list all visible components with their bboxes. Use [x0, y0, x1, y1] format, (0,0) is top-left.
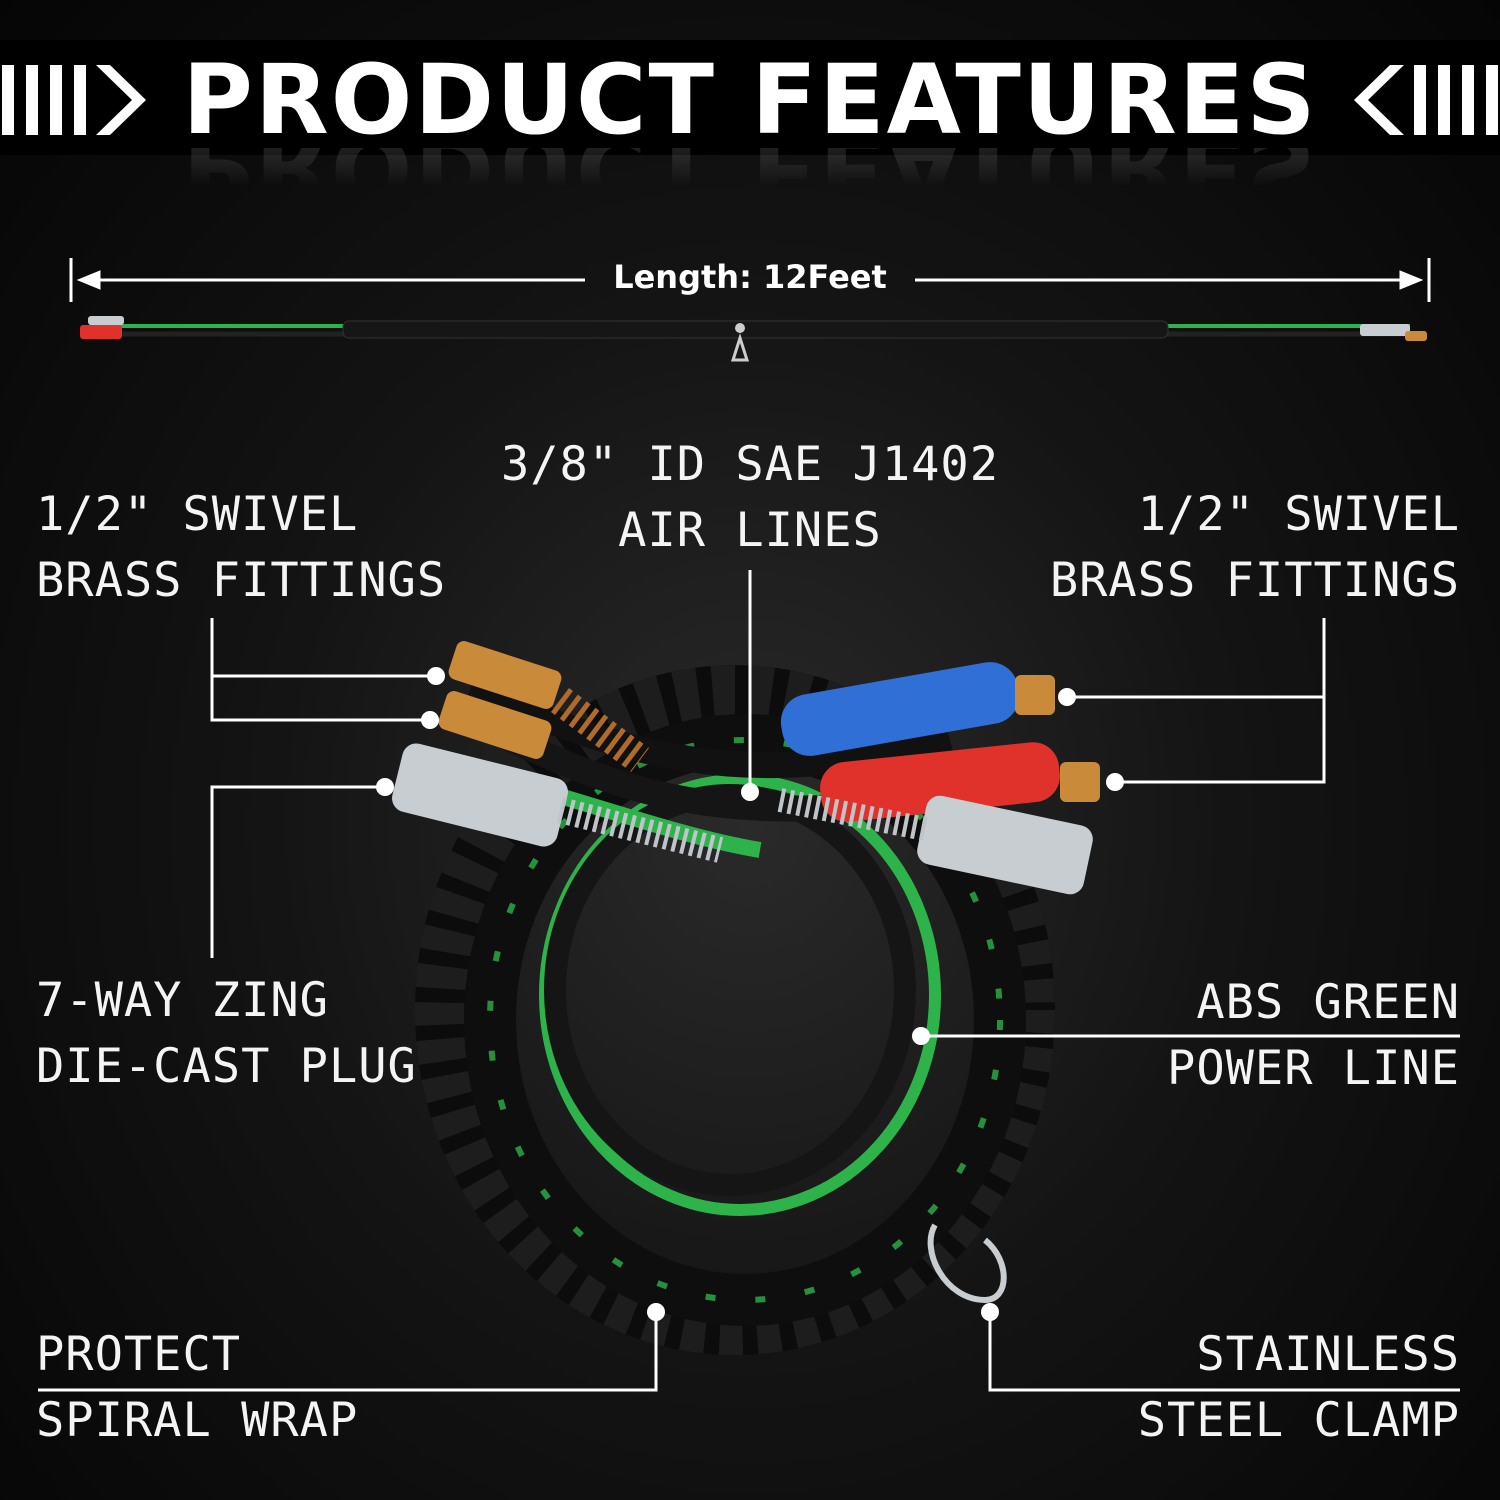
callout-plug-line2: DIE-CAST PLUG: [36, 1039, 417, 1094]
callout-plug-line1: 7-WAY ZING: [36, 973, 329, 1028]
callout-brass-right-line2: BRASS FITTINGS: [1049, 553, 1460, 608]
callout-brass-left: 1/2" SWIVEL BRASS FITTINGS: [36, 482, 446, 614]
callout-spiral: PROTECT SPIRAL WRAP: [36, 1322, 358, 1454]
callout-brass-right: 1/2" SWIVEL BRASS FITTINGS: [960, 482, 1460, 614]
callout-power-line-line2: POWER LINE: [1167, 1041, 1460, 1096]
callout-power-line-line1: ABS GREEN: [1196, 975, 1460, 1030]
callout-spiral-line2: SPIRAL WRAP: [36, 1393, 359, 1448]
coiled-hose: [415, 665, 1055, 1355]
page-title: PRODUCT FEATURES: [182, 44, 1318, 156]
callout-brass-left-line1: 1/2" SWIVEL: [36, 487, 359, 542]
callout-air-lines-line2: AIR LINES: [618, 503, 882, 558]
straight-cable: [80, 316, 1427, 362]
callout-brass-right-line1: 1/2" SWIVEL: [1137, 487, 1460, 542]
callout-plug: 7-WAY ZING DIE-CAST PLUG: [36, 968, 417, 1100]
callout-brass-left-line2: BRASS FITTINGS: [36, 553, 447, 608]
length-label: Length: 12Feet: [613, 258, 887, 296]
callout-air-lines: 3/8" ID SAE J1402 AIR LINES: [450, 432, 1050, 564]
leader-lines: [38, 570, 1460, 1392]
leader-dots: [376, 667, 1124, 1321]
hose-ends: [392, 641, 1100, 1304]
callout-clamp-line2: STEEL CLAMP: [1137, 1393, 1460, 1448]
callout-spiral-line1: PROTECT: [36, 1327, 242, 1382]
callout-clamp-line1: STAINLESS: [1196, 1327, 1460, 1382]
callout-power-line: ABS GREEN POWER LINE: [1000, 970, 1460, 1102]
callout-air-lines-line1: 3/8" ID SAE J1402: [500, 437, 1000, 492]
length-dimension: [69, 258, 1431, 302]
header-band: [0, 40, 1500, 155]
double-arrow-left-icon: [1354, 65, 1498, 135]
callout-clamp: STAINLESS STEEL CLAMP: [1000, 1322, 1460, 1454]
double-arrow-right-icon: [2, 65, 146, 135]
